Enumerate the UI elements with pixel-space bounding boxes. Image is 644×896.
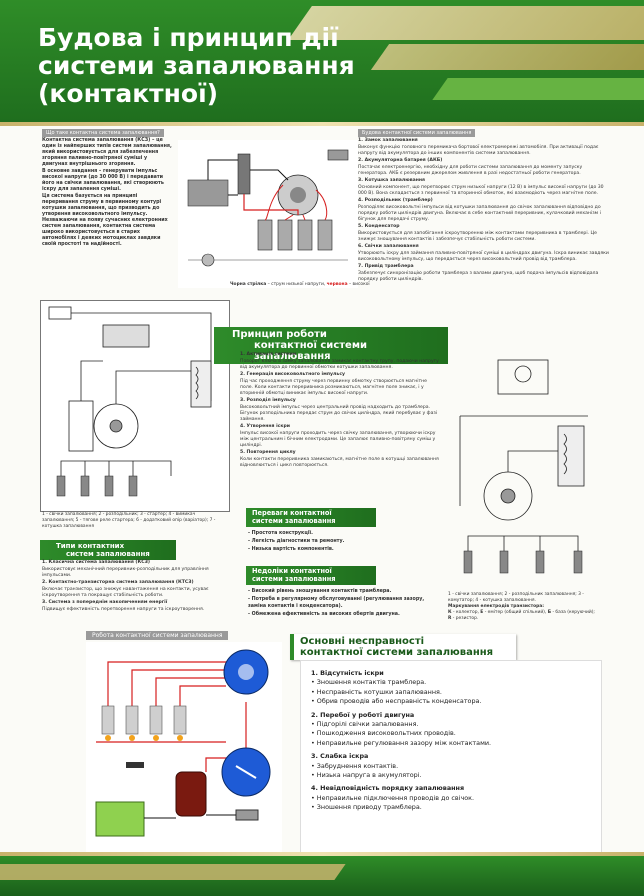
spark-plug-icon (257, 219, 273, 251)
footer-divider (0, 852, 644, 856)
left-schematic-svg (48, 306, 212, 497)
fault-group: 3. Слабка іскра • Забруднення контактів.… (311, 752, 422, 780)
intro-paragraph: Ця система базується на принципі перерив… (42, 194, 168, 247)
wiring-diagram-svg (178, 140, 358, 288)
intro-paragraph: Контактна система запалювання (КСЗ) – це… (42, 138, 172, 167)
spark-plug-icon (297, 219, 313, 251)
disadvantage-item: - Високий рівень зношування контактів тр… (248, 589, 392, 594)
work-label: Робота контактної системи запалювання (86, 631, 229, 640)
right-schematic-caption: 1 - свічки запалювання; 2 - розподільник… (448, 592, 595, 621)
disadvantages-heading: Недоліки контактної системи запалювання (246, 566, 376, 585)
green-band (432, 78, 644, 100)
disadvantage-item: - Потреба в регулярному обслуговуванні (… (248, 597, 425, 609)
work-illustration (86, 642, 282, 852)
work-illustration-svg (95, 649, 271, 837)
type-item: 3. Система з попереднім накопиченням ене… (42, 600, 205, 612)
component-item: 3. Котушка запалювання Основний компонен… (358, 178, 604, 196)
left-schematic-caption: 1 - свічки запалювання; 2 - розподільник… (42, 512, 216, 529)
spark-plug-icon (101, 705, 115, 735)
types-heading: Типи контактних систем запалювання (40, 540, 176, 560)
component-item: 6. Свічки запалювання Утворюють іскру дл… (358, 244, 609, 262)
battery-icon (187, 179, 229, 207)
capacitor-icon (235, 809, 259, 821)
battery-icon (95, 801, 145, 837)
component-item: 1. Замок запалювання Виконує функцію гол… (358, 138, 599, 156)
coil-icon (237, 153, 251, 195)
footer-banner (0, 856, 644, 896)
faults-panel: 1. Відсутність іскри • Зношення контакті… (300, 660, 602, 858)
component-item: 2. Акумуляторна батарея (АКБ) Постачає е… (358, 158, 583, 176)
fault-group: 4. Невідповідність порядку запалювання •… (311, 784, 475, 812)
title-line: Будова і принцип дії (38, 23, 339, 52)
fault-group: 2. Перебої у роботі двигуна • Підгорілі … (311, 710, 492, 747)
right-schematic-svg (459, 359, 588, 574)
advantages-heading: Переваги контактної системи запалювання (246, 508, 376, 527)
principle-heading: Принцип роботи контактної системи запалю… (214, 327, 448, 364)
intro-paragraph: В основне завдання – генерувати імпульс … (42, 169, 164, 192)
advantage-item: - Низька вартість компонентів. (248, 547, 334, 552)
spark-plug-icon (149, 705, 163, 735)
spark-plug-icon (125, 705, 139, 735)
wiring-diagram (178, 140, 358, 288)
title-line: системи запалювання (38, 51, 355, 80)
type-item: 2. Контактно-транзисторна система запалю… (42, 580, 209, 598)
right-schematic (448, 356, 604, 588)
faults-list: 1. Відсутність іскри • Зношення контакті… (301, 661, 601, 821)
disadvantage-item: - Обмежена ефективність за високих оберт… (248, 612, 400, 617)
left-schematic (40, 300, 230, 512)
intro-text: Контактна система запалювання (КСЗ) – це… (42, 138, 174, 249)
key-icon (126, 762, 144, 768)
disadvantages-list: - Високий рівень зношування контактів тр… (248, 588, 438, 619)
components-list: 1. Замок запалювання Виконує функцію гол… (358, 138, 612, 284)
header-banner: Будова і принцип дії системи запалювання… (0, 0, 644, 122)
wiring-caption: Чорна стрілка – струм низької напруги, ч… (230, 282, 370, 287)
advantage-item: - Простота конструкції. (248, 531, 313, 536)
page-title: Будова і принцип дії системи запалювання… (38, 24, 418, 108)
title-line: (контактної) (38, 79, 219, 108)
types-list: 1. Класична система запалювання (КСЗ)Вик… (42, 560, 232, 614)
advantages-list: - Простота конструкції. - Легкість діагн… (248, 530, 428, 554)
header-divider (0, 122, 644, 126)
spark-plug-icon (277, 219, 293, 251)
component-item: 4. Розподільник (трамблер) Розподіляє ви… (358, 198, 601, 222)
intro-label: Що таке контактна система запалювання? (42, 129, 164, 137)
spark-plug-icon (173, 705, 187, 735)
component-item: 7. Привід трамблера Забезпечує синхроніз… (358, 264, 599, 282)
ignition-coil-icon (175, 771, 207, 817)
component-item: 5. Конденсатор Використовується для запо… (358, 224, 597, 242)
spark-plug-icon (317, 219, 333, 251)
type-item: 1. Класична система запалювання (КСЗ)Вик… (42, 560, 209, 578)
gold-band (0, 864, 346, 880)
fault-group: 1. Відсутність іскри • Зношення контакті… (311, 669, 482, 706)
components-label: Будова контактної системи запалювання (358, 129, 476, 137)
advantage-item: - Легкість діагностики та ремонту. (248, 539, 345, 544)
faults-heading: Основні несправності контактної системи … (290, 634, 516, 660)
